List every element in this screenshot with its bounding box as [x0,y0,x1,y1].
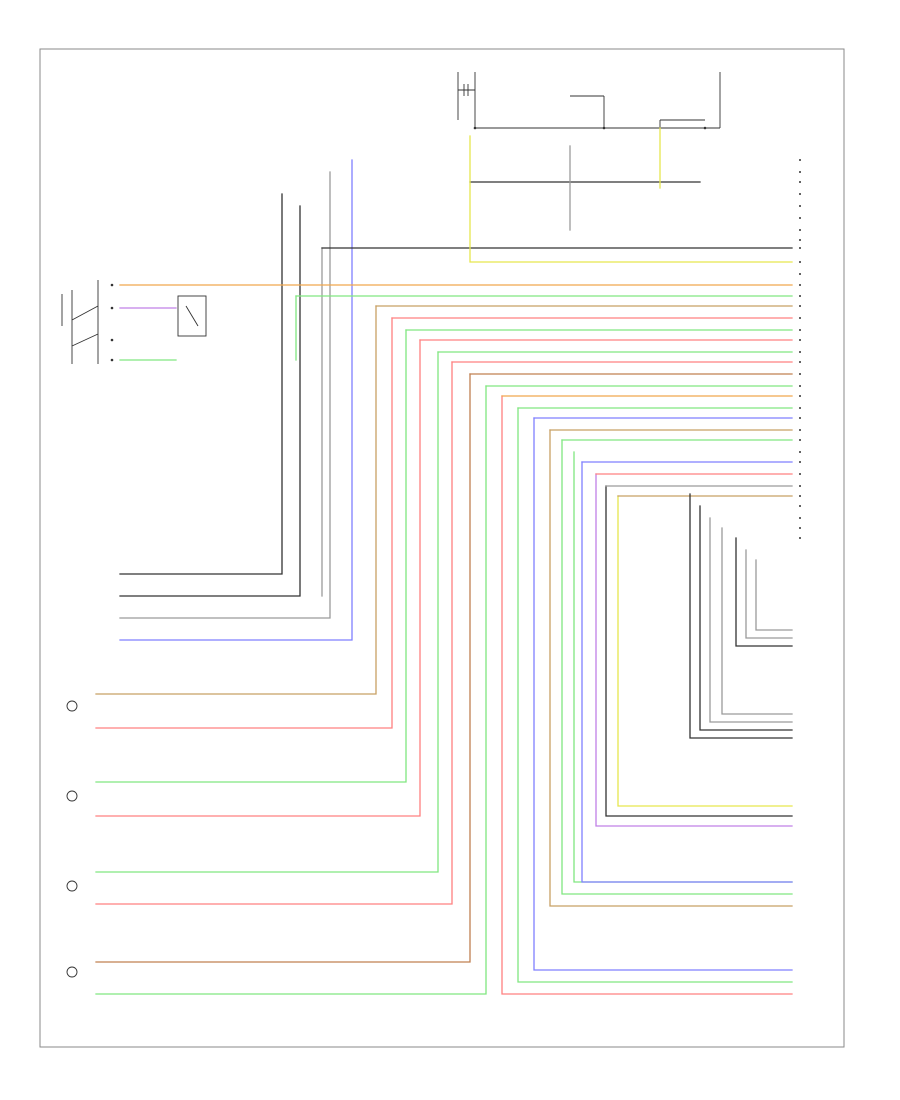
connector-pin [799,361,801,363]
connector-pin [799,159,801,161]
connector-pin [799,205,801,207]
wire-green [95,329,407,783]
wire-blue [119,159,353,641]
wire-gray [119,171,331,619]
connector-pin [799,339,801,341]
connector-pin [799,385,801,387]
wire-tan [549,429,793,907]
wire-green [561,439,793,895]
connector-pin [799,273,801,275]
connector-pin [799,417,801,419]
connector-pin [799,495,801,497]
connector-pin [799,351,801,353]
wire-tan [95,305,377,695]
wire-gray [745,549,793,639]
motor-rear-height [66,966,78,978]
connector-pin [799,439,801,441]
power-relay-right [659,72,721,130]
wire-harness [95,127,793,995]
wire-blue [533,417,793,971]
motor-front-height [66,880,78,892]
connector-pin [799,239,801,241]
wire-green [95,351,439,873]
wire-black [119,205,301,597]
wire-black [689,493,793,739]
connector-pin [799,517,801,519]
wire-gray [721,527,793,715]
connector-pin [799,317,801,319]
wire-red [95,317,393,729]
wire-violet [595,473,793,827]
motor-slide [66,790,78,802]
connector-pin [799,229,801,231]
connector-pin [799,407,801,409]
wire-yellow [469,135,793,263]
connector-pin [799,473,801,475]
lumbar-switch [61,280,114,364]
connector-pin [799,305,801,307]
wire-red [95,361,453,905]
power-relay-left [457,72,720,130]
connector-pin [799,171,801,173]
wire-red [501,395,793,995]
top-power-components [457,72,721,130]
connector-pin [799,181,801,183]
diagram-frame [39,48,845,1048]
wire-green [95,385,487,995]
motor-recline [66,700,78,712]
wire-black [735,537,793,647]
wire-green [573,451,793,883]
wire-gray [709,517,793,723]
connector-pin [799,329,801,331]
connector-pin [799,429,801,431]
connector-pin [799,295,801,297]
connector-pin [799,527,801,529]
connector-pin [799,395,801,397]
power-relay-center [570,95,606,130]
seat-motors [66,700,78,978]
wire-yellow [617,495,793,807]
connector-pin [799,193,801,195]
wire-black [605,485,793,817]
wire-gray [755,559,793,631]
wire-blue [581,461,793,883]
connector-pin [799,373,801,375]
connector-pin [799,461,801,463]
connector-pin [799,247,801,249]
lumbar-module [177,295,207,337]
connector-pin [799,485,801,487]
wire-green [517,407,793,983]
connector-pin [799,505,801,507]
connector-pin [799,284,801,286]
connector-pin [799,261,801,263]
connector-pin [799,537,801,539]
wire-black [699,505,793,731]
wire-black [119,193,283,575]
connector-pin [799,217,801,219]
wire-brown [95,373,471,963]
wire-red [95,339,421,817]
connector-pin [799,451,801,453]
right-edge-connector [799,159,801,539]
